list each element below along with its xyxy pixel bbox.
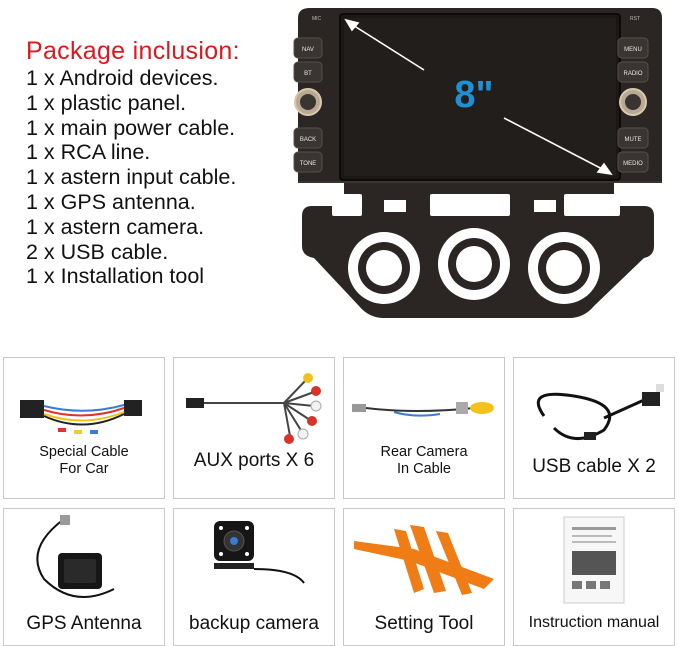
pry-tool-icon bbox=[354, 525, 494, 595]
package-item: 1 x main power cable. bbox=[26, 115, 236, 140]
svg-text:RST: RST bbox=[630, 16, 640, 22]
accessory-special-cable: Special Cable For Car bbox=[3, 357, 165, 499]
accessory-backup-camera: backup camera bbox=[173, 508, 335, 646]
caption: GPS Antenna bbox=[26, 613, 142, 634]
caption: Rear Camera In Cable bbox=[380, 444, 468, 477]
usb-cable-icon bbox=[536, 384, 664, 440]
package-item: 1 x Installation tool bbox=[26, 264, 205, 289]
accessory-gps-antenna: GPS Antenna bbox=[3, 508, 165, 646]
screen-size-label: 8" bbox=[454, 74, 493, 116]
package-inclusion: Package inclusion: 1 x Android devices. … bbox=[26, 36, 296, 289]
accessory-instruction-manual: Instruction manual bbox=[513, 508, 675, 646]
wiring-harness-icon bbox=[20, 400, 142, 434]
package-item: 1 x GPS antenna. bbox=[26, 189, 196, 214]
caption: backup camera bbox=[189, 613, 319, 634]
svg-text:BT: BT bbox=[304, 71, 312, 77]
rca-cable-icon bbox=[186, 373, 322, 444]
svg-text:RADIO: RADIO bbox=[623, 71, 642, 77]
gps-antenna-icon bbox=[36, 515, 115, 598]
backup-camera-icon bbox=[214, 521, 305, 584]
package-item: 2 x USB cable. bbox=[26, 239, 169, 264]
svg-text:MIC: MIC bbox=[312, 16, 322, 22]
accessory-usb-cable: USB cable X 2 bbox=[513, 357, 675, 499]
caption: USB cable X 2 bbox=[532, 456, 656, 477]
manual-icon bbox=[563, 516, 625, 604]
package-item: 1 x plastic panel. bbox=[26, 90, 187, 115]
head-unit-image: 8" MIC RST NAV BT BACK TONE MENU RADIO M… bbox=[293, 8, 662, 318]
svg-text:NAV: NAV bbox=[302, 47, 314, 53]
climate-dials bbox=[348, 228, 600, 304]
package-item: 1 x astern input cable. bbox=[26, 165, 237, 190]
caption: Instruction manual bbox=[528, 614, 660, 631]
caption: Setting Tool bbox=[374, 613, 474, 634]
svg-text:TONE: TONE bbox=[300, 161, 317, 167]
caption: AUX ports X 6 bbox=[193, 450, 315, 471]
svg-text:BACK: BACK bbox=[300, 137, 316, 143]
package-item: 1 x Android devices. bbox=[26, 66, 219, 90]
accessory-rear-camera-cable: Rear Camera In Cable bbox=[343, 357, 505, 499]
svg-text:MUTE: MUTE bbox=[625, 137, 642, 143]
accessory-setting-tool: Setting Tool bbox=[343, 508, 505, 646]
svg-text:MEDIO: MEDIO bbox=[623, 161, 643, 167]
camera-input-cable-icon bbox=[352, 402, 494, 417]
package-item: 1 x astern camera. bbox=[26, 214, 205, 239]
accessory-aux-ports: AUX ports X 6 bbox=[173, 357, 335, 499]
svg-text:MENU: MENU bbox=[624, 47, 642, 53]
caption: Special Cable For Car bbox=[39, 444, 129, 477]
package-list: 1 x Android devices. 1 x plastic panel. … bbox=[26, 66, 296, 289]
package-item: 1 x RCA line. bbox=[26, 140, 151, 165]
package-title: Package inclusion: bbox=[26, 37, 240, 65]
